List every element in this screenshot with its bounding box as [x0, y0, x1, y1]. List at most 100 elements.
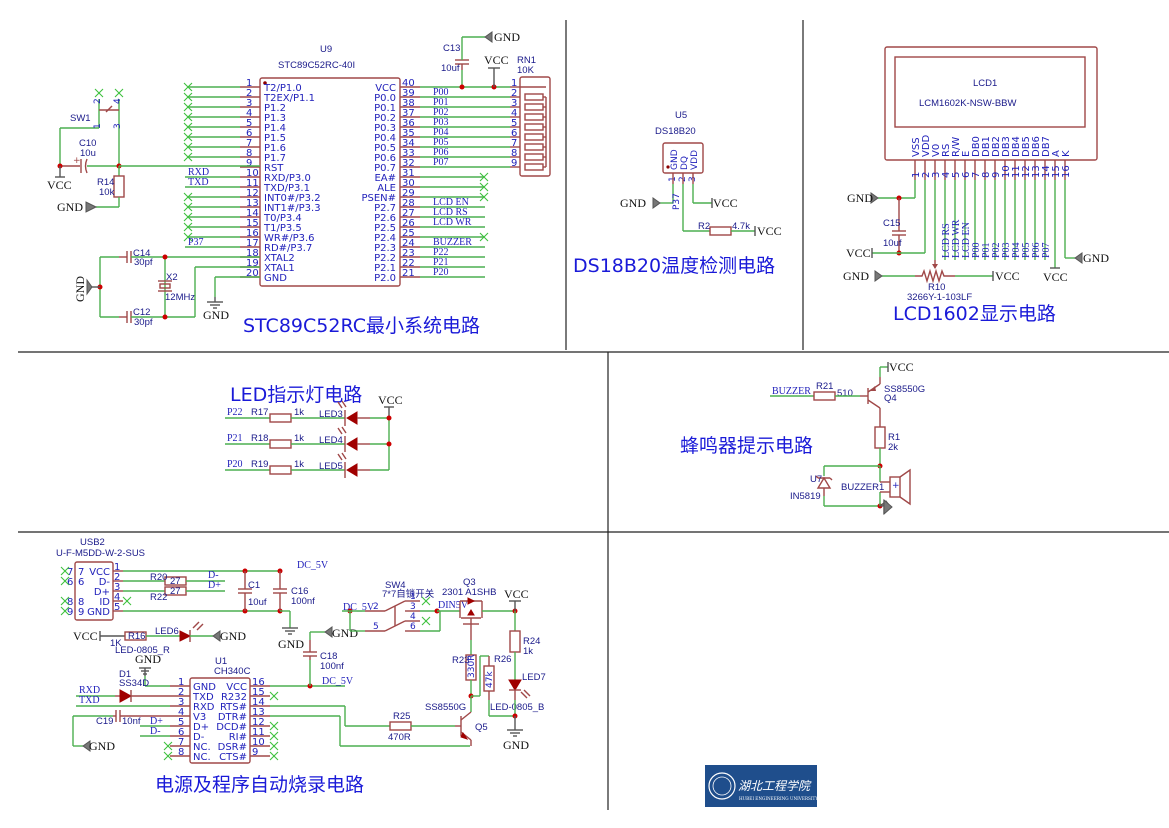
u9-pin-num: 36	[402, 118, 415, 129]
svg-text:100nf: 100nf	[320, 661, 344, 672]
svg-text:D+: D+	[208, 580, 221, 591]
u9-pin-name: T1/P3.5	[263, 223, 302, 234]
u9-pin-name: P2.4	[374, 233, 396, 244]
u1-pin-num: 16	[252, 677, 265, 688]
svg-text:RN1: RN1	[517, 55, 536, 66]
u9-pin-num: 28	[402, 198, 415, 209]
svg-text:R1: R1	[888, 432, 900, 443]
svg-text:GND: GND	[620, 196, 646, 210]
u9-pin-num: 4	[246, 108, 252, 119]
svg-text:470R: 470R	[388, 732, 411, 743]
svg-text:CH340C: CH340C	[214, 666, 251, 677]
u9-pin-num: 29	[402, 188, 415, 199]
svg-text:7*7自锁开关: 7*7自锁开关	[382, 588, 435, 600]
lcd1-pin-num: 15	[1051, 165, 1062, 178]
u1-pin-name: R232	[221, 692, 247, 703]
lcd1-pin-name: V0	[931, 144, 942, 157]
lcd-section: LCD1 LCM1602K-NSW-BBW VSS1VDD2V03RS4LCD …	[843, 46, 1109, 325]
usb2-pin-num: 1	[114, 562, 120, 573]
lcd1-net-label: P00	[971, 242, 982, 258]
u1-pin-name: D-	[193, 732, 205, 743]
u1-pin-name: NC.	[193, 752, 211, 763]
u9-pin-num: 19	[246, 258, 259, 269]
rn1-pin-num: 2	[511, 88, 517, 99]
u1-pin-num: 13	[252, 707, 265, 718]
svg-text:R25: R25	[393, 711, 410, 722]
usb2-pin-name: D+	[94, 587, 110, 598]
svg-text:47k: 47k	[485, 671, 495, 688]
svg-text:VDD: VDD	[690, 150, 700, 170]
u9-pin-num: 10	[246, 168, 259, 179]
svg-text:P37: P37	[672, 193, 682, 210]
svg-text:GND: GND	[503, 738, 529, 752]
svg-text:30pf: 30pf	[134, 317, 153, 328]
svg-text:LED7: LED7	[522, 672, 546, 683]
u9-net-label: BUZZER	[433, 237, 472, 248]
lcd1-pin-name: E	[961, 151, 972, 157]
u1-pin-name: D+	[193, 722, 209, 733]
u9-pin-num: 30	[402, 178, 415, 189]
svg-text:GND: GND	[670, 149, 680, 170]
u9-pin-num: 33	[402, 148, 415, 159]
u9-net-label: P37	[188, 237, 204, 248]
led-res-value: 1k	[294, 459, 304, 470]
usb2-pin-num: 9	[67, 607, 73, 618]
u9-net-label: TXD	[188, 177, 209, 188]
svg-text:GND: GND	[332, 626, 358, 640]
svg-text:VCC: VCC	[484, 53, 509, 67]
lcd1-pin-name: DB3	[1001, 136, 1012, 157]
rn1-pin-num: 6	[511, 128, 517, 139]
svg-text:6: 6	[410, 622, 416, 632]
lcd1-pin-name: DB5	[1021, 136, 1032, 157]
u9-pin-name: P1.2	[264, 103, 286, 114]
svg-text:SS34D: SS34D	[119, 678, 149, 689]
u1-pin-name: NC.	[193, 742, 211, 753]
svg-text:2: 2	[93, 98, 103, 104]
u9-pin-name: VCC	[375, 83, 396, 94]
u9-net-label: RXD	[188, 167, 209, 178]
lcd1-pin-name: DB7	[1041, 136, 1052, 157]
lcd1-pin-num: 2	[921, 172, 932, 178]
u9-pin-num: 6	[246, 128, 252, 139]
rn1-pin-num: 5	[511, 118, 517, 129]
u9-pin-name: P2.2	[374, 253, 396, 264]
u9-pin-name: INT0#/P3.2	[264, 193, 321, 204]
svg-text:VCC: VCC	[757, 224, 782, 238]
svg-text:GND: GND	[135, 652, 161, 666]
u9-pin-name: XTAL1	[264, 263, 295, 274]
u9-pin-num: 14	[246, 208, 259, 219]
svg-text:GND: GND	[89, 739, 115, 753]
usb2-pin-num: 2	[114, 572, 120, 583]
u9-pin-name: P0.4	[374, 133, 396, 144]
svg-text:R23: R23	[452, 655, 469, 666]
svg-text:TXD: TXD	[79, 695, 100, 706]
logo-en: HUBEI ENGINEERING UNIVERSITY	[739, 796, 818, 801]
lcd1-net-label: LCD WR	[951, 219, 962, 258]
u9-net-label: LCD RS	[433, 207, 468, 218]
lcd1-pin-num: 14	[1041, 165, 1052, 178]
u9-pin-num: 34	[402, 138, 415, 149]
u9-pin-num: 16	[246, 228, 259, 239]
lcd1-pin-num: 10	[1001, 165, 1012, 178]
svg-text:C13: C13	[443, 43, 460, 54]
u9-pin-name: P2.7	[374, 203, 396, 214]
c13-capacitor: GND C13 10uf VCC	[441, 30, 520, 90]
u9-net-label: P20	[433, 267, 449, 278]
usb2-pin-num: 3	[114, 582, 120, 593]
lcd1-pin-name: DB0	[971, 136, 982, 157]
svg-text:10uf: 10uf	[883, 238, 902, 249]
lcd1-pin-name: DB4	[1011, 136, 1022, 157]
svg-text:DC_5V: DC_5V	[297, 560, 329, 571]
svg-text:100nf: 100nf	[291, 596, 315, 607]
u9-net-label: LCD EN	[433, 197, 469, 208]
led-res-ref: R18	[251, 433, 268, 444]
u9-pin-num: 21	[402, 268, 415, 279]
lcd1-pin-name: VSS	[911, 137, 922, 157]
usb2-pin-num: 7	[78, 567, 84, 578]
u1-pin-num: 7	[178, 737, 184, 748]
svg-text:C10: C10	[79, 138, 96, 149]
lcd1-pin-name: VDD	[921, 134, 932, 157]
